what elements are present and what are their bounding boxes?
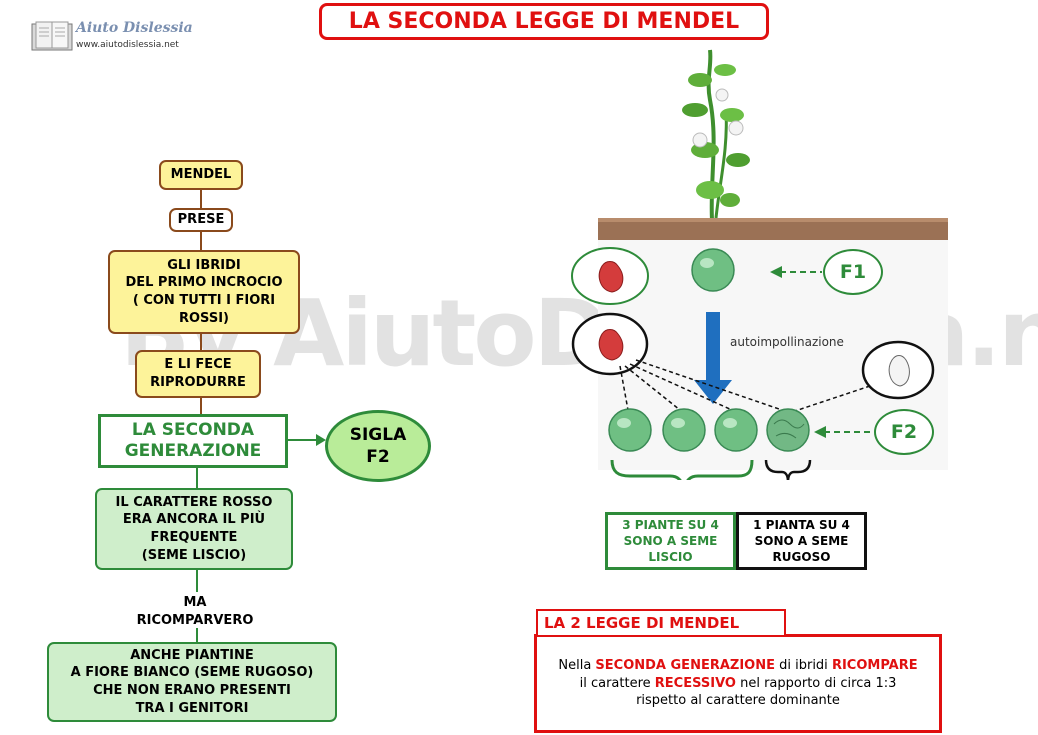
red-flower-icon (598, 329, 624, 361)
result-wrinkled-box: 1 PIANTA SU 4 SONO A SEME RUGOSO (736, 512, 867, 570)
seconda-generazione-box: LA SECONDA GENERAZIONE (98, 414, 288, 468)
carattere-rosso-box: IL CARATTERE ROSSO ERA ANCORA IL PIÙ FRE… (95, 488, 293, 570)
connector (196, 468, 198, 488)
white-flower-icon (888, 355, 910, 387)
pea-plant-icon (682, 49, 750, 221)
red-flower-icon (598, 261, 624, 293)
law-header: LA 2 LEGGE DI MENDEL (536, 609, 786, 637)
logo-url: www.aiutodislessia.net (76, 40, 179, 50)
law-text-box: Nella SECONDA GENERAZIONE di ibridi RICO… (534, 634, 942, 733)
prese-box: PRESE (169, 208, 233, 232)
result-smooth-box: 3 PIANTE SU 4 SONO A SEME LISCIO (605, 512, 736, 570)
down-arrow-icon (694, 312, 732, 404)
piantine-bianche-box: ANCHE PIANTINE A FIORE BIANCO (SEME RUGO… (47, 642, 337, 722)
f1-label: F1 (823, 249, 883, 295)
connector (200, 334, 202, 350)
green-pea-icon (714, 408, 758, 452)
ibridi-box: GLI IBRIDI DEL PRIMO INCROCIO ( CON TUTT… (108, 250, 300, 334)
connector (200, 232, 202, 250)
f2-label: F2 (874, 409, 934, 455)
book-logo-icon (31, 21, 73, 51)
green-pea-icon (691, 248, 735, 292)
mendel-box: MENDEL (159, 160, 243, 190)
sigla-f2-ellipse: SIGLA F2 (325, 410, 431, 482)
green-pea-icon (608, 408, 652, 452)
arrow-to-sigla-icon (288, 434, 326, 446)
logo: Aiuto Dislessia www.aiutodislessia.net (30, 18, 200, 58)
page-title: LA SECONDA LEGGE DI MENDEL (319, 3, 769, 40)
green-pea-icon (662, 408, 706, 452)
fece-box: E LI FECE RIPRODURRE (135, 350, 261, 398)
f2-dashed-arrow-icon (814, 426, 872, 438)
connector (200, 190, 202, 208)
connector (200, 398, 202, 414)
logo-name: Aiuto Dislessia (76, 20, 193, 36)
wrinkled-pea-icon (766, 408, 810, 452)
f1-dashed-arrow-icon (770, 266, 822, 278)
ma-ricomparvero-label: MA RICOMPARVERO (136, 595, 254, 628)
connector (196, 628, 198, 642)
autoimpollinazione-label: autoimpollinazione (730, 335, 844, 349)
connector (196, 570, 198, 592)
